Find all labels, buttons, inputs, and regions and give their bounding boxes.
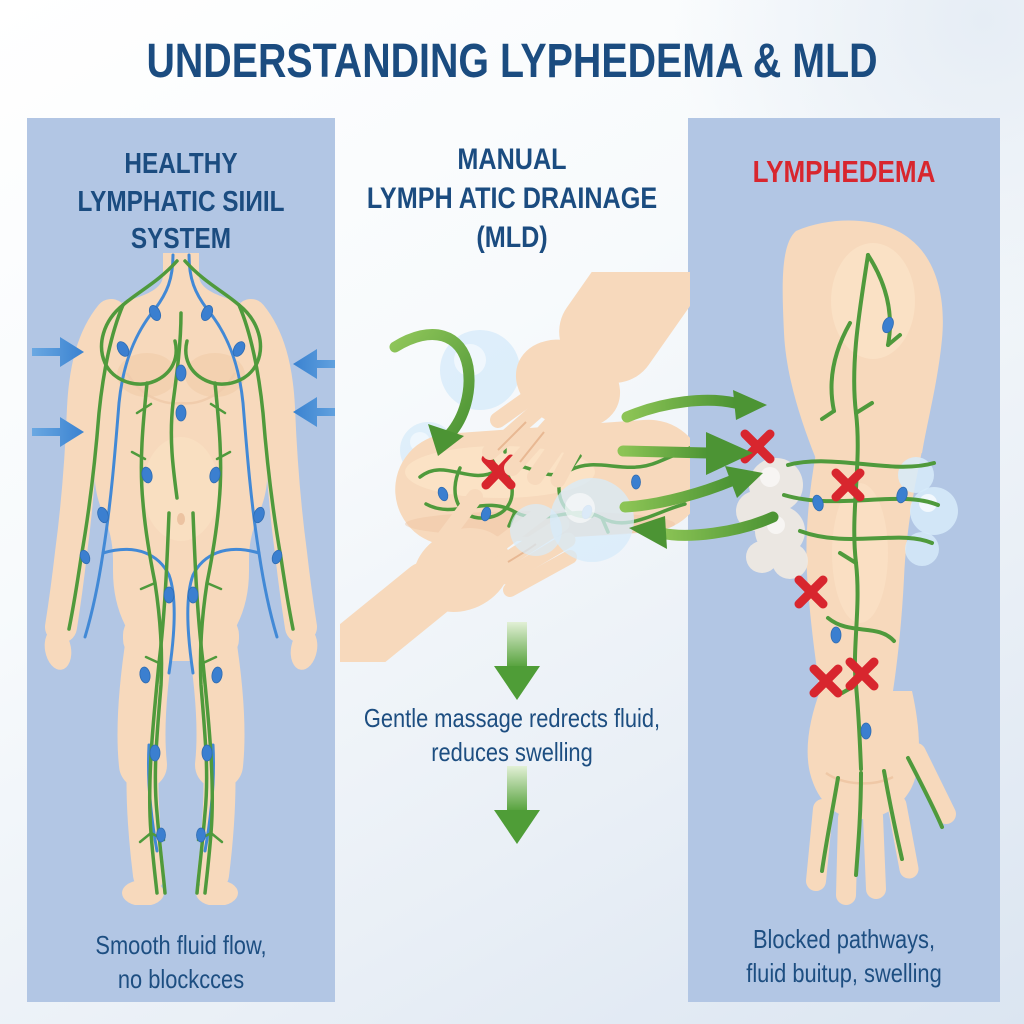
red-x-icon xyxy=(809,664,843,698)
healthy-heading-line1: HEALTHY xyxy=(124,148,238,180)
arm-lymph-nodes xyxy=(812,316,908,740)
lymphedema-caption-line1: Blocked pathways, xyxy=(752,924,936,954)
inflow-arrows xyxy=(32,337,335,447)
blue-arrow-icon xyxy=(293,349,335,379)
mld-caption-line2: reduces swelling xyxy=(431,737,593,768)
body-pelvis xyxy=(123,613,239,661)
flow-arrowhead xyxy=(725,466,763,498)
flow-arrowhead xyxy=(733,390,767,420)
panel-lymphedema: LYMPHEDEMA xyxy=(688,118,1000,1002)
therapist-hand-bottom xyxy=(340,489,577,662)
lymph-vessels-green xyxy=(67,259,295,895)
healthy-body-illustration xyxy=(32,253,335,905)
blue-arrow-icon xyxy=(32,417,84,447)
flow-arrow-right-icon xyxy=(617,445,714,459)
mld-heading: MANUAL LYMPH ATIC DRAINAGE (MLD) xyxy=(363,140,660,257)
red-x-icon xyxy=(794,575,828,609)
flow-arrow-right-icon xyxy=(619,475,737,513)
flow-arrow-right-icon xyxy=(621,394,741,423)
lymphedema-caption: Blocked pathways, fluid buitup, swelling xyxy=(713,922,975,991)
body-shading xyxy=(117,353,245,541)
red-x-icon xyxy=(831,468,865,502)
flow-arrowhead xyxy=(706,432,753,475)
lymphedema-caption-line2: fluid buitup, swelling xyxy=(746,958,942,989)
blue-arrow-icon xyxy=(32,337,84,367)
mld-heading-line3: (MLD) xyxy=(476,221,548,254)
down-arrow-icon xyxy=(494,766,540,844)
healthy-panel-heading: HEALTHY LYMPHATIC SIИIL SYSTEM xyxy=(52,146,311,259)
healthy-panel-caption: Smooth fluid flow, no blockcces xyxy=(52,928,311,997)
healthy-heading-line3: SYSTEM xyxy=(130,223,232,256)
lymphedema-heading: LYMPHEDEMA xyxy=(713,152,975,192)
down-arrow-icon xyxy=(494,622,540,700)
lymph-nodes xyxy=(79,305,283,843)
blockage-x-marks xyxy=(740,429,879,698)
mld-caption-line1: Gentle massage redrects fluid, xyxy=(363,703,661,733)
massage-direction-arrow-icon xyxy=(389,329,475,456)
fluid-flow-arrows xyxy=(617,390,779,549)
swollen-arm-illustration xyxy=(736,220,958,905)
red-x-icon xyxy=(740,429,775,464)
therapist-hand-top xyxy=(482,272,690,488)
healthy-caption-line1: Smooth fluid flow, xyxy=(95,930,267,960)
massage-illustration xyxy=(340,272,690,662)
flow-arrowhead xyxy=(629,516,667,549)
mld-heading-line2: LYMPH ATIC DRAINAGE xyxy=(366,182,658,215)
blue-arrow-icon xyxy=(293,397,335,427)
flow-arrow-left-icon xyxy=(655,511,779,541)
panel-healthy-lymphatic-system: HEALTHY LYMPHATIC SIИIL SYSTEM xyxy=(27,118,335,1002)
fluid-bubbles-front xyxy=(510,478,634,562)
arm-vessels-green xyxy=(782,253,944,877)
healthy-heading-line2: LYMPHATIC SIИIL xyxy=(77,185,285,218)
mld-heading-line1: MANUAL xyxy=(457,143,567,176)
red-x-icon xyxy=(845,657,879,691)
healthy-caption-line2: no blockcces xyxy=(117,964,245,995)
page-title: UNDERSTANDING LYPHEDEMA & MLD xyxy=(146,35,878,88)
mld-caption: Gentle massage redrects fluid, reduces s… xyxy=(355,701,669,770)
lymphedema-heading-text: LYMPHEDEMA xyxy=(752,154,936,189)
